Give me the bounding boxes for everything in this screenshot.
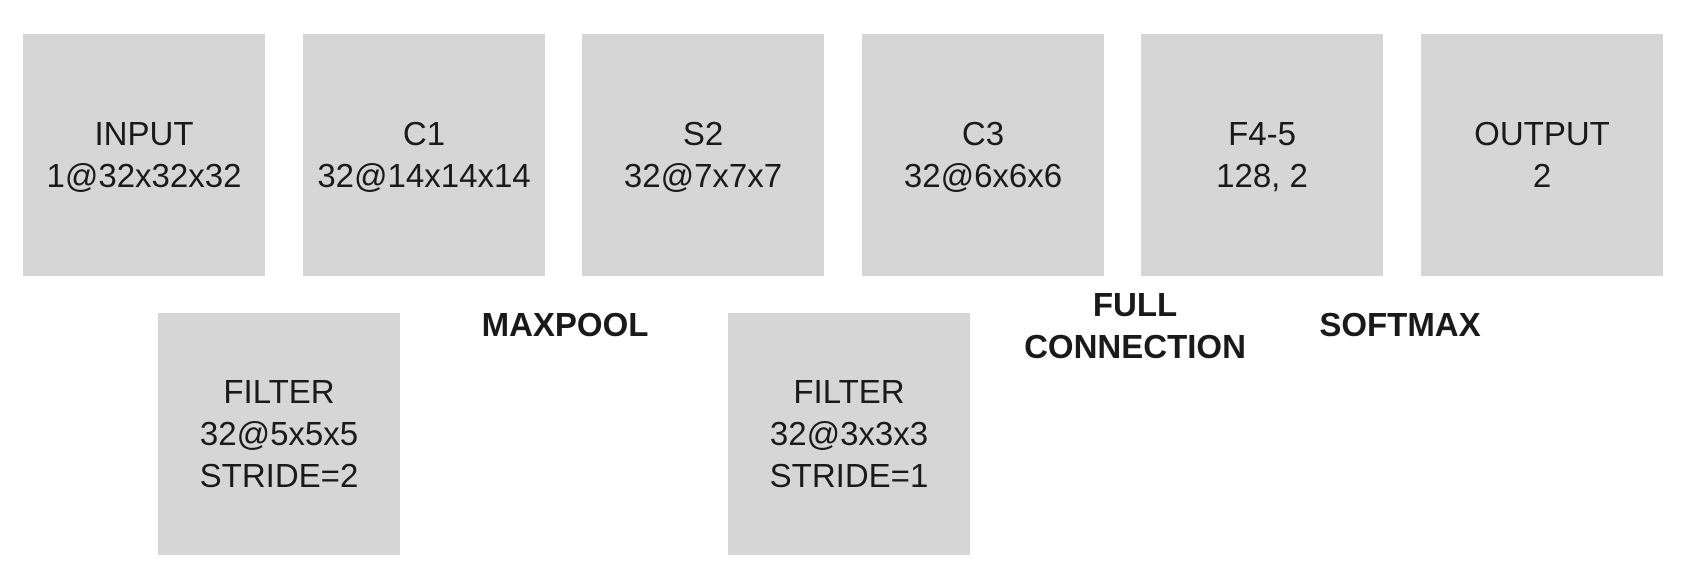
layer-c3-block: C3 32@6x6x6 bbox=[862, 34, 1104, 276]
maxpool-label-text: MAXPOOL bbox=[481, 306, 649, 343]
layer-c3-shape: 32@6x6x6 bbox=[903, 157, 1063, 194]
layer-input-name: INPUT bbox=[94, 115, 194, 152]
filter-2-stride: STRIDE=1 bbox=[769, 457, 929, 494]
layer-output-block: OUTPUT 2 bbox=[1421, 34, 1663, 276]
layer-s2-name: S2 bbox=[682, 115, 724, 152]
layer-input-shape: 1@32x32x32 bbox=[46, 157, 242, 194]
layer-f45-name: F4-5 bbox=[1228, 115, 1296, 152]
layer-c1-shape: 32@14x14x14 bbox=[317, 157, 531, 194]
layer-input-block: INPUT 1@32x32x32 bbox=[23, 34, 265, 276]
maxpool-label: MAXPOOL bbox=[460, 304, 670, 346]
full-connection-label: FULL CONNECTION bbox=[1010, 284, 1260, 368]
filter-1-shape: 32@5x5x5 bbox=[199, 415, 359, 452]
filter-2-name: FILTER bbox=[793, 373, 905, 410]
layer-c1-name: C1 bbox=[402, 115, 446, 152]
full-connection-label-line2: CONNECTION bbox=[1024, 328, 1246, 365]
layer-output-name: OUTPUT bbox=[1474, 115, 1610, 152]
layer-s2-shape: 32@7x7x7 bbox=[623, 157, 783, 194]
filter-1-name: FILTER bbox=[223, 373, 335, 410]
filter-1-block: FILTER 32@5x5x5 STRIDE=2 bbox=[158, 313, 400, 555]
layer-c1-block: C1 32@14x14x14 bbox=[303, 34, 545, 276]
softmax-label: SOFTMAX bbox=[1295, 304, 1505, 346]
layer-f45-block: F4-5 128, 2 bbox=[1141, 34, 1383, 276]
layer-f45-shape: 128, 2 bbox=[1216, 157, 1308, 194]
layer-output-shape: 2 bbox=[1532, 157, 1552, 194]
filter-2-block: FILTER 32@3x3x3 STRIDE=1 bbox=[728, 313, 970, 555]
full-connection-label-line1: FULL bbox=[1092, 286, 1178, 323]
layer-c3-name: C3 bbox=[961, 115, 1005, 152]
filter-2-shape: 32@3x3x3 bbox=[769, 415, 929, 452]
layer-s2-block: S2 32@7x7x7 bbox=[582, 34, 824, 276]
softmax-label-text: SOFTMAX bbox=[1319, 306, 1481, 343]
filter-1-stride: STRIDE=2 bbox=[199, 457, 359, 494]
